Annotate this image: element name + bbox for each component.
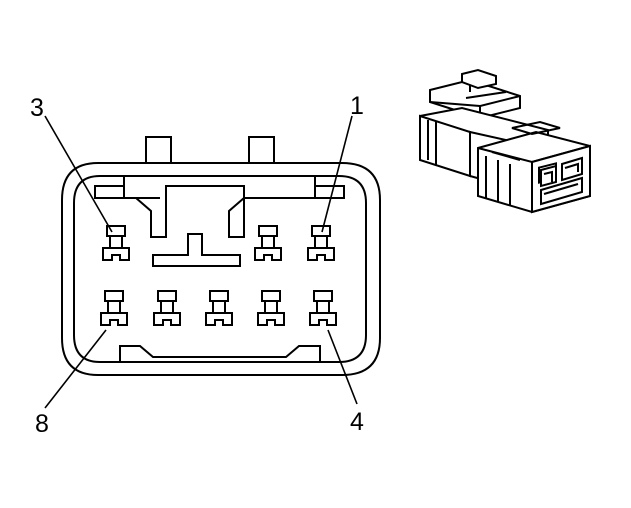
corner-slot-left	[94, 185, 125, 199]
latch-tab-right	[248, 136, 275, 164]
terminal-pin-4	[309, 290, 337, 326]
pin-label-3: 3	[30, 94, 44, 122]
terminal-lower-7	[153, 290, 181, 326]
terminal-lower-6	[205, 290, 233, 326]
leader-pin-8	[44, 329, 107, 409]
center-key	[152, 233, 241, 267]
corner-slot-right	[314, 185, 345, 199]
terminal-pin-8	[100, 290, 128, 326]
inner-housing	[73, 175, 367, 363]
leader-pin-3	[44, 115, 113, 233]
leader-pin-4	[327, 329, 358, 405]
bottom-channel	[119, 345, 321, 362]
leader-pin-1	[321, 115, 353, 233]
terminal-lower-5	[257, 290, 285, 326]
pin-label-1: 1	[350, 92, 364, 120]
pin-label-8: 8	[35, 410, 49, 438]
terminal-pin-3	[102, 225, 130, 261]
terminal-upper-2	[254, 225, 282, 261]
outer-housing	[61, 162, 381, 376]
connector-face-view-icon: 3 1 8 4	[30, 92, 381, 438]
pin-label-4: 4	[350, 408, 364, 436]
terminal-group	[100, 225, 337, 326]
key-wall-left	[124, 185, 245, 238]
latch-tab-left	[145, 136, 172, 164]
connector-isometric-icon	[419, 68, 591, 214]
